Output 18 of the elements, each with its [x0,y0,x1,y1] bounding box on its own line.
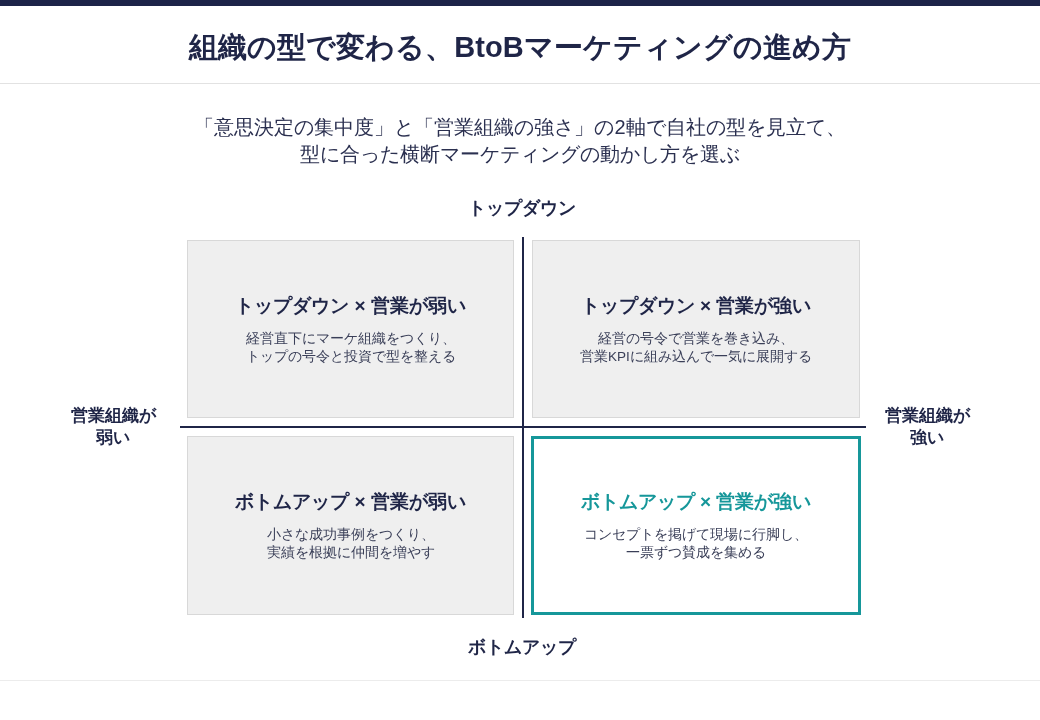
axis-label: 営業組織が弱い [70,405,156,449]
quadrant-title: ボトムアップ × 営業が強い [580,490,812,514]
quadrant-title: トップダウン × 営業が強い [580,293,812,318]
quadrant-description: 小さな成功事例をつくり、実績を根拠に仲間を増やす [266,526,435,562]
quadrant-box [531,436,861,615]
quadrant-box [532,240,860,418]
quadrant-title: ボトムアップ × 営業が弱い [235,490,466,514]
quadrant-box [187,436,514,615]
quadrant-description: 経営の号令で営業を巻き込み、営業KPIに組み込んで一気に展開する [579,329,813,366]
quadrant-box [187,240,514,418]
quadrant-description: コンセプトを掲げて現場に行脚し、一票ずつ賛成を集める [583,526,809,562]
axis-label: ボトムアップ [468,636,576,659]
axis-label: トップダウン [468,197,576,220]
quadrant-description: 経営直下にマーケ組織をつくり、トップの号令と投資で型を整える [245,329,456,366]
axis-label: 営業組織が強い [884,405,970,449]
quadrant-title: トップダウン × 営業が弱い [235,293,466,318]
title: 組織の型で変わる、BtoBマーケティングの進め方 [189,30,851,65]
subtitle: 「意思決定の集中度」と「営業組織の強さ」の2軸で自社の型を見立て、型に合った横断マーケティングの動かし方を選ぶ [193,115,847,167]
